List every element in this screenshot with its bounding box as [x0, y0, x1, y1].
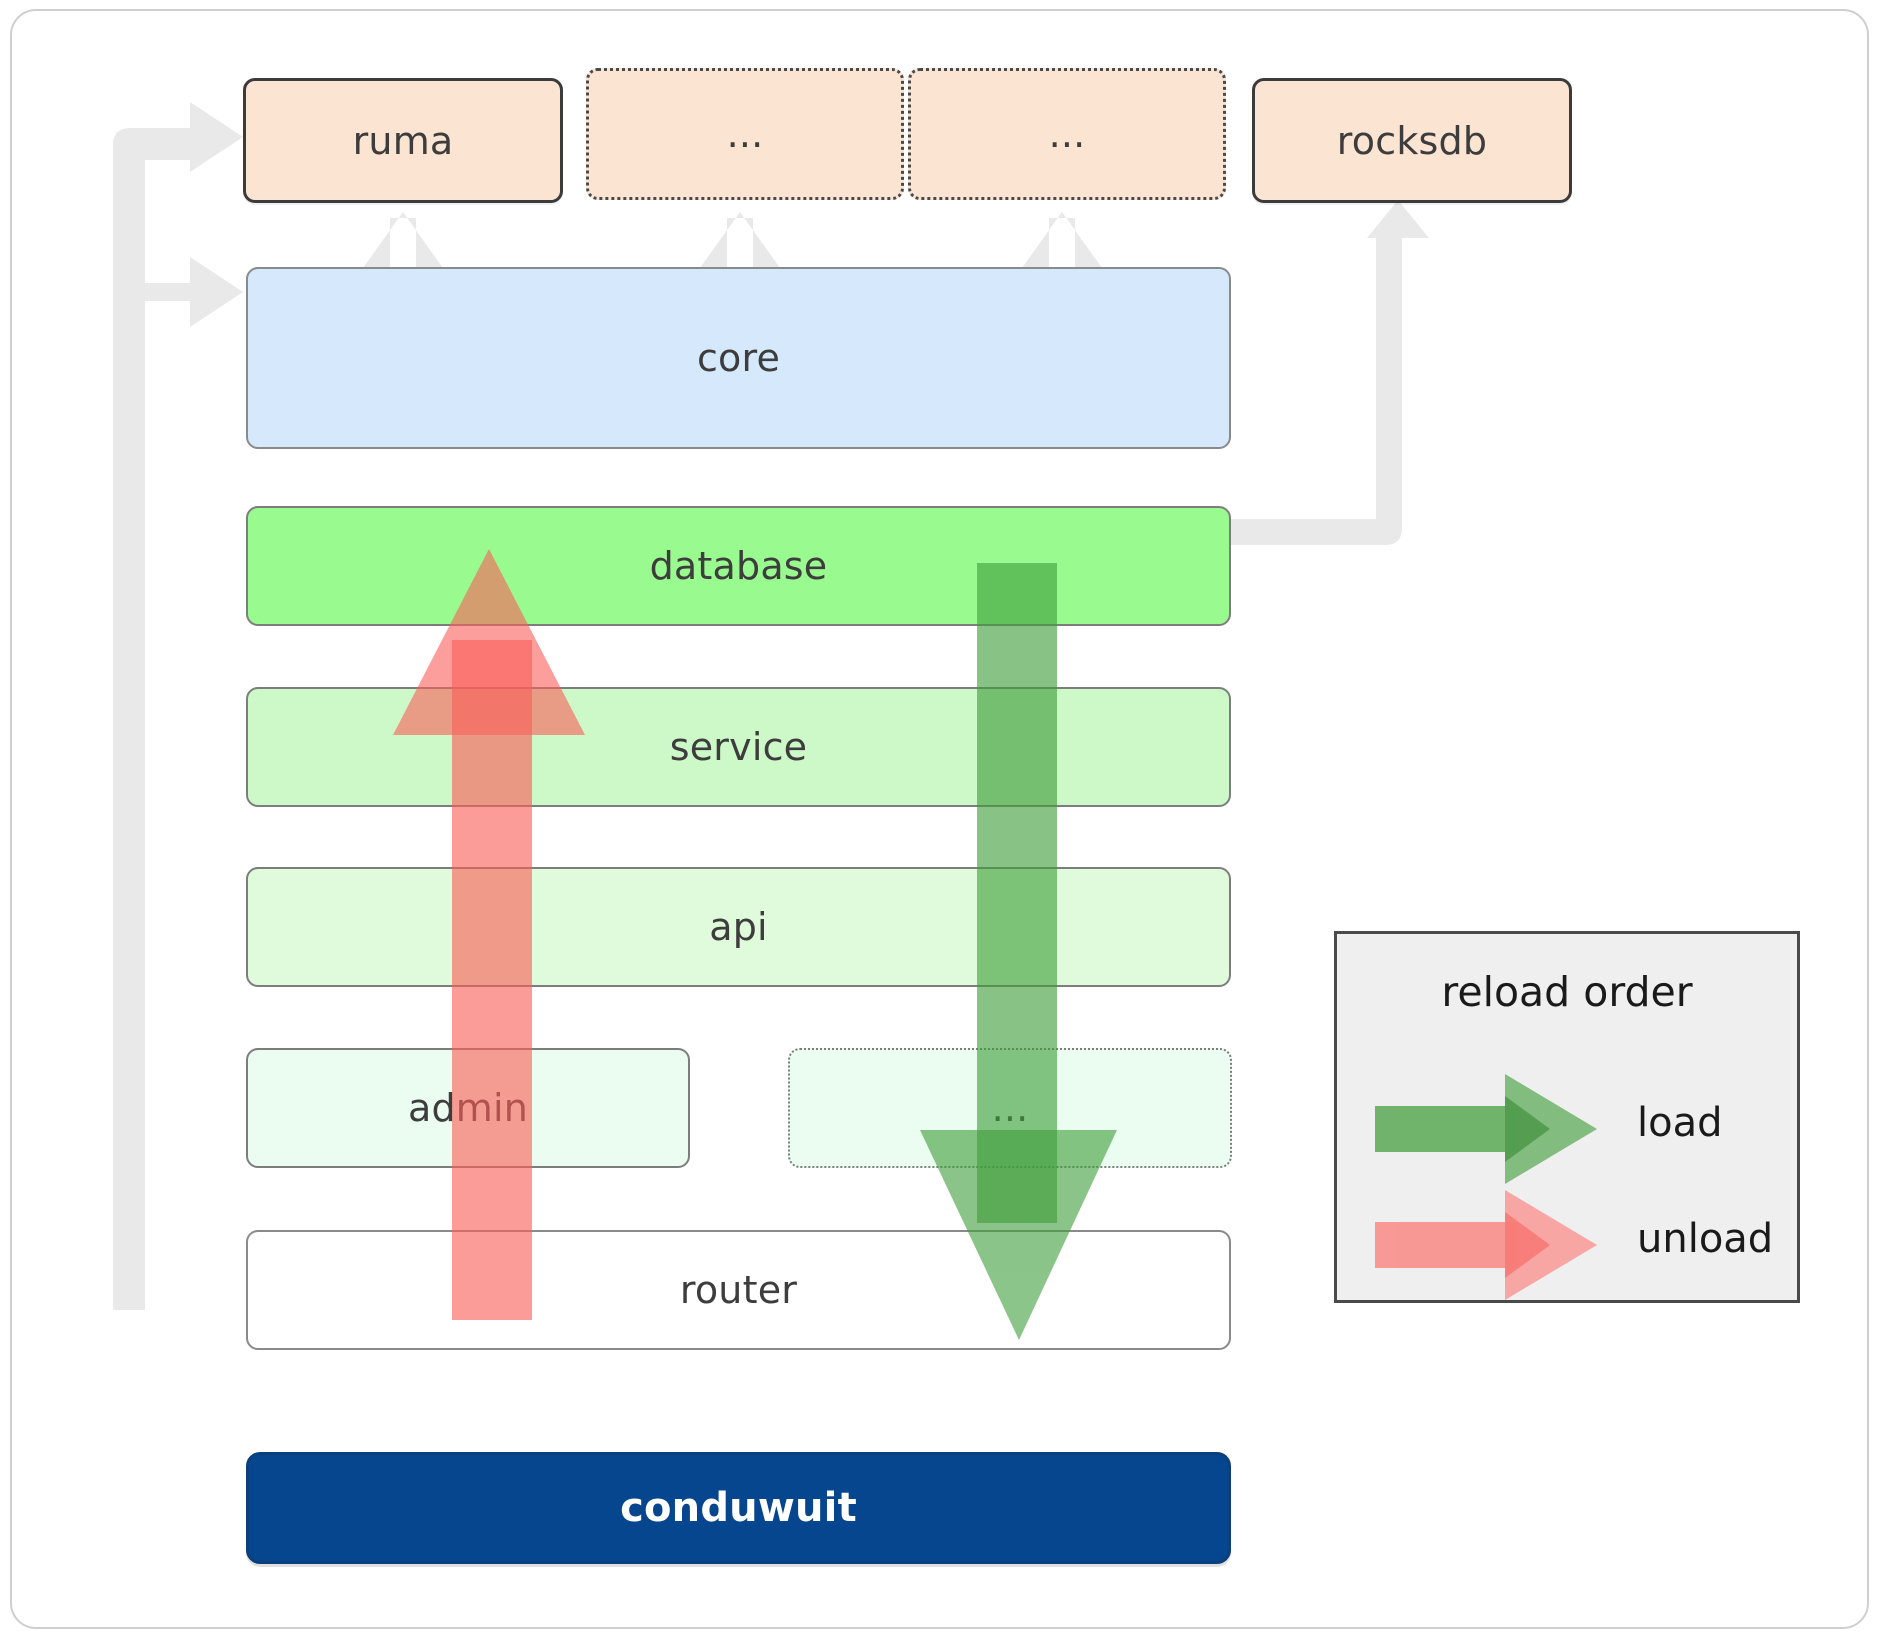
node-admin[interactable]: admin: [246, 1048, 690, 1168]
node-conduwuit[interactable]: conduwuit: [246, 1452, 1231, 1564]
node-api[interactable]: api: [246, 867, 1231, 987]
legend-load-arrow-icon: [1375, 1074, 1597, 1184]
node-ruma[interactable]: ruma: [243, 78, 563, 203]
node-ellipsis-2-label: ...: [1048, 112, 1086, 156]
legend-row-unload: unload: [1337, 1190, 1797, 1300]
legend-title: reload order: [1441, 968, 1693, 1016]
node-admin-label: admin: [407, 1086, 529, 1130]
node-ruma-label: ruma: [352, 118, 454, 163]
node-router-label: router: [679, 1268, 798, 1312]
node-api-label: api: [709, 905, 768, 949]
node-database[interactable]: database: [246, 506, 1231, 626]
legend-row-load: load: [1337, 1074, 1797, 1184]
node-database-label: database: [649, 544, 828, 588]
node-ellipsis-1-label: ...: [726, 112, 764, 156]
diagram-frame: [10, 9, 1869, 1629]
legend-unload-arrow-icon: [1375, 1190, 1597, 1300]
node-ellipsis-2[interactable]: ...: [908, 68, 1226, 200]
node-ellipsis-1[interactable]: ...: [586, 68, 904, 200]
node-service[interactable]: service: [246, 687, 1231, 807]
node-rocksdb[interactable]: rocksdb: [1252, 78, 1572, 203]
node-conduwuit-label: conduwuit: [620, 1485, 857, 1531]
node-core-label: core: [696, 336, 781, 380]
legend-load-label: load: [1637, 1100, 1723, 1146]
node-service-label: service: [669, 725, 808, 769]
legend-unload-label: unload: [1637, 1216, 1774, 1262]
legend-panel: reload order load: [1334, 931, 1800, 1303]
node-router[interactable]: router: [246, 1230, 1231, 1350]
node-ellipsis-3[interactable]: ...: [788, 1048, 1232, 1168]
node-core[interactable]: core: [246, 267, 1231, 449]
node-ellipsis-3-label: ...: [991, 1086, 1029, 1130]
node-rocksdb-label: rocksdb: [1336, 118, 1488, 163]
